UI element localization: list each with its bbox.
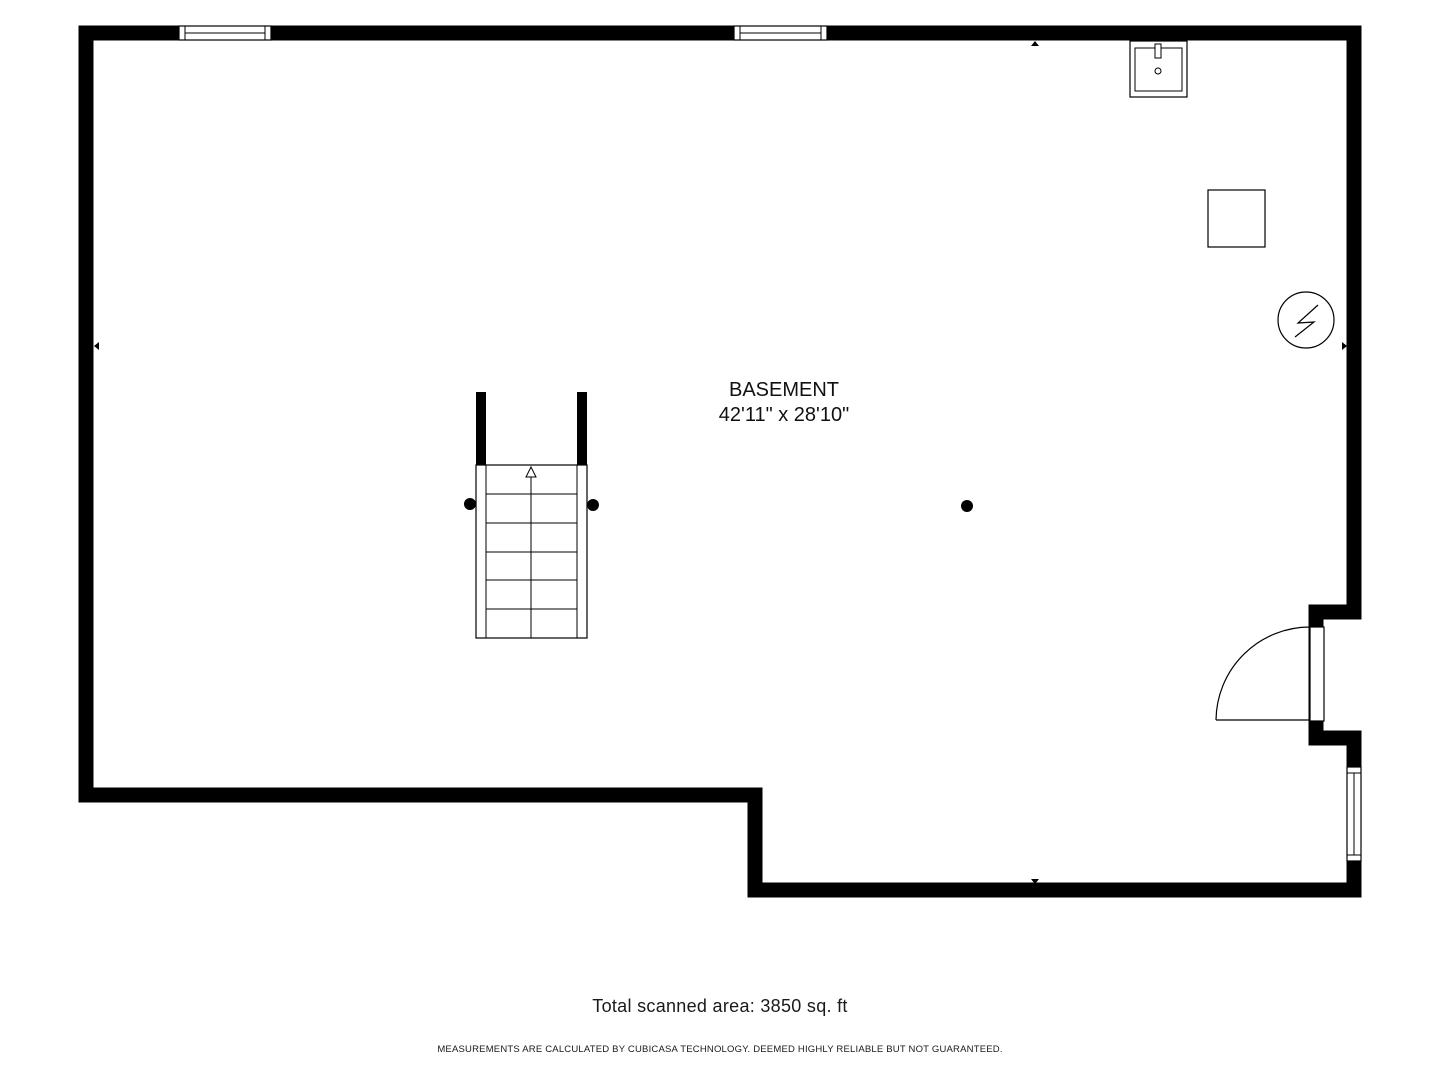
- measurement-markers: [94, 41, 1347, 884]
- exterior-walls: [78, 25, 1362, 898]
- room-name: BASEMENT: [729, 379, 839, 401]
- utility-box: [1207, 189, 1266, 248]
- stairs: [475, 392, 588, 639]
- support-post: [587, 499, 599, 511]
- sink-icon: [1129, 40, 1188, 98]
- room-dimensions: 42'11" x 28'10": [719, 404, 849, 426]
- total-scanned-area: Total scanned area: 3850 sq. ft: [592, 996, 848, 1016]
- support-post: [961, 500, 973, 512]
- stairs-up-arrow-icon: [525, 465, 537, 478]
- window-top-center: [733, 25, 828, 41]
- window-top-left: [178, 25, 272, 41]
- disclaimer: MEASUREMENTS ARE CALCULATED BY CUBICASA …: [437, 1044, 1003, 1055]
- support-post: [464, 498, 476, 510]
- door-swing-icon: [1215, 626, 1311, 721]
- window-right: [1346, 766, 1362, 862]
- door: [1215, 626, 1325, 722]
- electrical-panel-icon: [1277, 291, 1335, 349]
